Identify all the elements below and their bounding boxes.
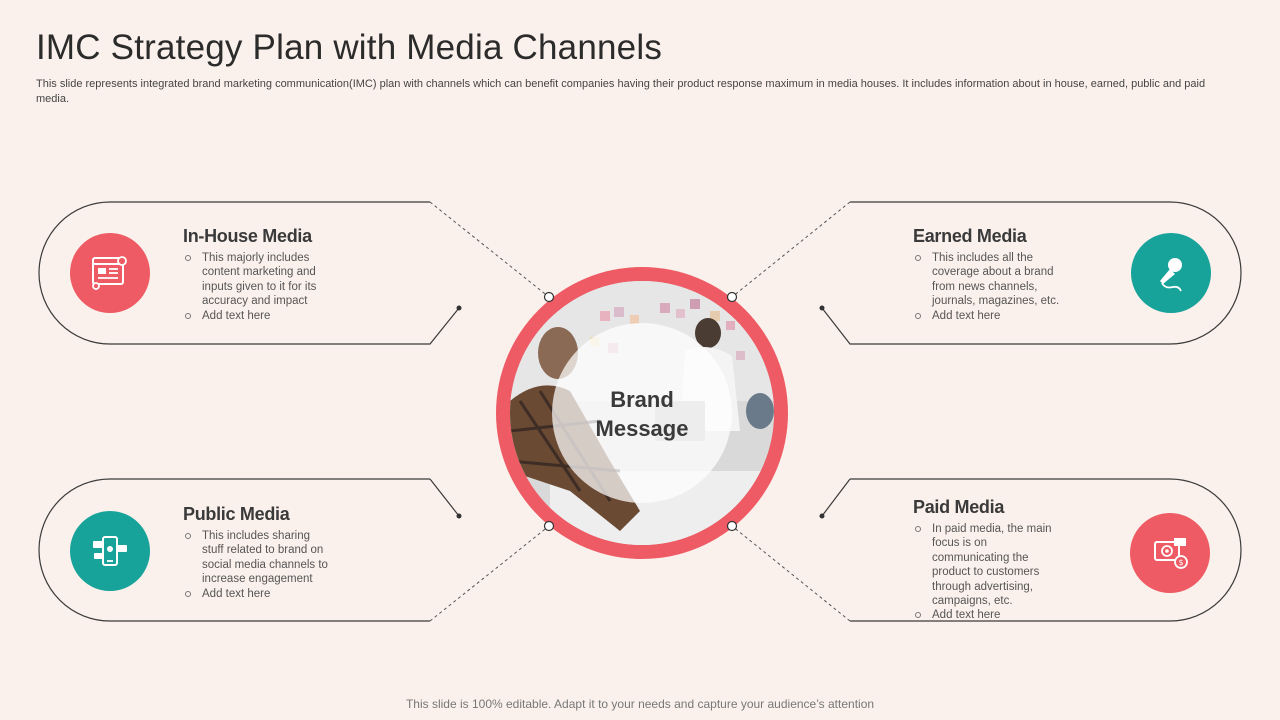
earned-bullet-2: Add text here [913,309,1093,323]
slide-footer: This slide is 100% editable. Adapt it to… [405,697,875,711]
anchor-top-right [726,291,738,303]
anchor-bottom-right [726,520,738,532]
paid-card: Paid Media In paid media, the main focus… [913,497,1093,623]
public-icon-circle [70,511,150,591]
slide-title: IMC Strategy Plan with Media Channels [36,28,663,67]
anchor-bottom-left [543,520,555,532]
notch-dot-earned [819,305,825,311]
connector-earned [731,201,851,298]
public-bullet-2: Add text here [183,587,363,601]
notch-dot-public [456,513,462,519]
paid-bullet-1: In paid media, the main focus is on comm… [913,522,1093,608]
inhouse-bullet-2: Add text here [183,309,363,323]
public-card-frame [38,478,430,622]
earned-icon-circle [1131,233,1211,313]
paid-title: Paid Media [913,497,1005,517]
paid-ad-icon: $ [1154,538,1188,569]
paid-card-frame [850,478,1242,622]
ring-anchors [543,291,738,532]
inhouse-bullets: This majorly includes content marketing … [183,251,363,323]
connector-public [429,525,550,622]
paid-card-notch [821,478,851,517]
paid-bullets: In paid media, the main focus is on comm… [913,522,1093,623]
public-card: Public Media This includes sharing stuff… [183,504,363,601]
earned-card-frame [821,201,1242,345]
content-board-icon [92,256,127,290]
inhouse-card-frame [38,201,460,345]
connector-paid [731,525,851,622]
earned-bullet-1: This includes all the coverage about a b… [913,251,1093,309]
public-bullets: This includes sharing stuff related to b… [183,529,363,601]
connector-inhouse [429,201,550,298]
brand-message-line1: Brand [610,387,674,412]
inhouse-bullet-1: This majorly includes content marketing … [183,251,363,309]
paid-bullet-2: Add text here [913,608,1093,622]
public-card-notch [429,478,460,517]
paid-icon-circle: $ [1130,513,1210,593]
public-bullet-1: This includes sharing stuff related to b… [183,529,363,587]
earned-bullets: This includes all the coverage about a b… [913,251,1093,323]
microphone-icon [1160,258,1182,292]
center-highlight [552,323,732,503]
public-title: Public Media [183,504,290,524]
inhouse-icon-circle [70,233,150,313]
earned-title: Earned Media [913,226,1027,246]
inhouse-title: In-House Media [183,226,312,246]
slide-subtitle: This slide represents integrated brand m… [36,78,1206,105]
brand-message-circle: Brand Message [496,267,788,559]
anchor-top-left [543,291,555,303]
inhouse-card: In-House Media This majorly includes con… [183,226,363,323]
social-phone-icon [93,536,127,566]
brand-message-label: Brand Message [496,385,788,443]
notch-dot-paid [819,513,825,519]
svg-text:$: $ [1178,558,1183,567]
brand-message-line2: Message [595,416,689,441]
notch-dot-inhouse [456,305,462,311]
earned-card: Earned Media This includes all the cover… [913,226,1093,323]
